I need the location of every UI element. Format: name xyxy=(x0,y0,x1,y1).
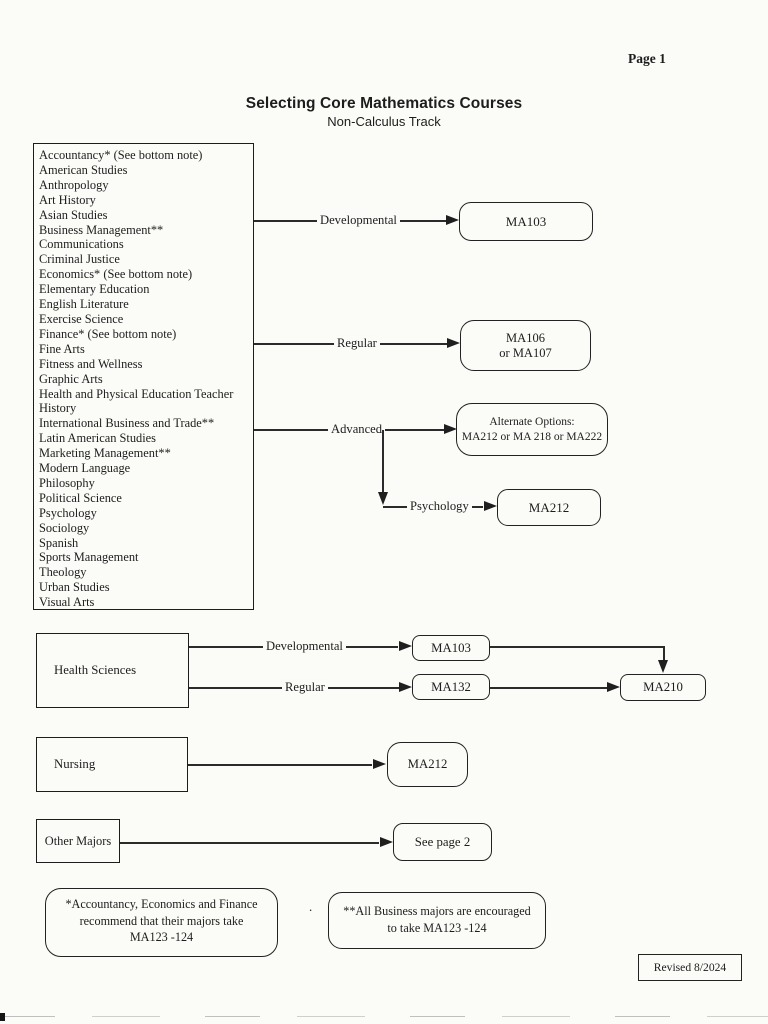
arrow-right-icon xyxy=(444,424,457,434)
major-item: Art History xyxy=(39,192,96,207)
track-label-advanced: Advanced xyxy=(328,421,386,437)
major-item: Health and Physical Education Teacher xyxy=(39,386,234,401)
major-item: Economics* (See bottom note) xyxy=(39,267,193,282)
major-item: Business Management** xyxy=(39,222,164,237)
course-label: MA103 xyxy=(505,213,547,229)
footnote-line: recommend that their majors take xyxy=(79,913,244,928)
course-box-ma210: MA210 xyxy=(620,674,706,701)
major-group-label: Health Sciences xyxy=(54,663,137,677)
connector-line xyxy=(382,430,384,494)
course-label: Alternate Options: xyxy=(489,415,575,428)
revised-date-box: Revised 8/2024 xyxy=(638,954,742,981)
course-box-see-page-2: See page 2 xyxy=(393,823,492,861)
connector-line xyxy=(120,842,379,844)
course-label: MA212 or MA 218 or MA222 xyxy=(461,430,603,443)
page-subtitle: Non-Calculus Track xyxy=(327,114,441,129)
major-item: Urban Studies xyxy=(39,580,110,595)
arrow-right-icon xyxy=(399,641,412,651)
connector-line xyxy=(490,646,664,648)
footnote-line: to take MA123 -124 xyxy=(387,920,487,935)
page-number: Page 1 xyxy=(628,51,666,66)
major-item: History xyxy=(39,401,77,416)
major-item: Criminal Justice xyxy=(39,252,120,267)
revised-date-label: Revised 8/2024 xyxy=(653,961,727,974)
arrow-right-icon xyxy=(607,682,620,692)
title-block: Selecting Core Mathematics Courses Non-C… xyxy=(0,95,768,129)
course-box-nursing-ma212: MA212 xyxy=(387,742,468,787)
major-group-box-health-sciences: Health Sciences xyxy=(36,633,189,708)
track-label-psychology: Psychology xyxy=(407,498,472,514)
course-label: MA106 xyxy=(506,330,545,345)
course-box-hs-ma103: MA103 xyxy=(412,635,490,661)
arrow-right-icon xyxy=(446,215,459,225)
course-box-ma212-psychology: MA212 xyxy=(497,489,601,526)
separator-dot: . xyxy=(309,899,313,914)
page-title: Selecting Core Mathematics Courses xyxy=(245,95,523,112)
major-item: Elementary Education xyxy=(39,282,150,297)
arrow-right-icon xyxy=(373,759,386,769)
major-item: Latin American Studies xyxy=(39,431,156,446)
major-item: Fitness and Wellness xyxy=(39,356,143,371)
major-item: Communications xyxy=(39,237,124,252)
arrow-right-icon xyxy=(484,501,497,511)
footnote-line: *Accountancy, Economics and Finance xyxy=(65,897,258,911)
major-item: Marketing Management** xyxy=(39,446,171,461)
hs-label-developmental: Developmental xyxy=(263,638,346,654)
course-label: or MA107 xyxy=(499,345,552,360)
major-group-label: Nursing xyxy=(54,757,96,771)
major-group-box-other-majors: Other Majors xyxy=(36,819,120,863)
major-item: Exercise Science xyxy=(39,311,124,326)
major-item: Psychology xyxy=(39,505,97,520)
major-item: Modern Language xyxy=(39,461,131,476)
majors-list-box: Accountancy* (See bottom note)American S… xyxy=(33,143,254,610)
course-label: MA132 xyxy=(431,679,471,694)
major-item: Philosophy xyxy=(39,475,95,490)
scan-artifact-line xyxy=(0,1016,768,1017)
major-group-box-nursing: Nursing xyxy=(36,737,188,792)
arrow-down-icon xyxy=(378,492,388,505)
major-item: Theology xyxy=(39,565,87,580)
major-item: Finance* (See bottom note) xyxy=(39,326,177,341)
course-label: MA210 xyxy=(643,680,683,694)
arrow-right-icon xyxy=(380,837,393,847)
course-label: See page 2 xyxy=(414,834,471,849)
major-item: Sports Management xyxy=(39,550,139,565)
footnote-line: MA123 -124 xyxy=(129,930,194,944)
major-item: Anthropology xyxy=(39,177,109,192)
major-item: International Business and Trade** xyxy=(39,416,215,431)
major-group-label: Other Majors xyxy=(44,833,112,848)
major-item: American Studies xyxy=(39,162,128,177)
arrow-right-icon xyxy=(447,338,460,348)
footnote-line: **All Business majors are encouraged xyxy=(343,904,531,918)
course-box-ma132: MA132 xyxy=(412,674,490,700)
major-item: Political Science xyxy=(39,490,122,505)
major-item: Spanish xyxy=(39,535,79,550)
hs-label-regular: Regular xyxy=(282,679,328,695)
course-box-ma103: MA103 xyxy=(459,202,593,241)
footnote-box-left: *Accountancy, Economics and Finance recom… xyxy=(45,888,278,957)
major-item: Graphic Arts xyxy=(39,371,103,386)
scan-artifact-mark xyxy=(0,1013,5,1021)
course-label: MA212 xyxy=(528,499,570,515)
course-label: MA212 xyxy=(407,757,448,771)
course-box-alternate-options: Alternate Options: MA212 or MA 218 or MA2… xyxy=(456,403,608,456)
major-item: Accountancy* (See bottom note) xyxy=(39,148,203,162)
major-item: Visual Arts xyxy=(39,595,95,610)
arrow-right-icon xyxy=(399,682,412,692)
track-label-developmental: Developmental xyxy=(317,212,400,228)
arrow-down-icon xyxy=(658,660,668,673)
connector-line xyxy=(188,764,372,766)
major-item: English Literature xyxy=(39,297,129,312)
major-item: Fine Arts xyxy=(39,341,85,356)
major-item: Asian Studies xyxy=(39,207,108,222)
major-item: Sociology xyxy=(39,520,90,535)
course-label: MA103 xyxy=(431,640,471,655)
track-label-regular: Regular xyxy=(334,335,380,351)
connector-line xyxy=(663,646,665,662)
connector-line xyxy=(490,687,607,689)
footnote-box-right: **All Business majors are encouraged to t… xyxy=(328,892,546,949)
